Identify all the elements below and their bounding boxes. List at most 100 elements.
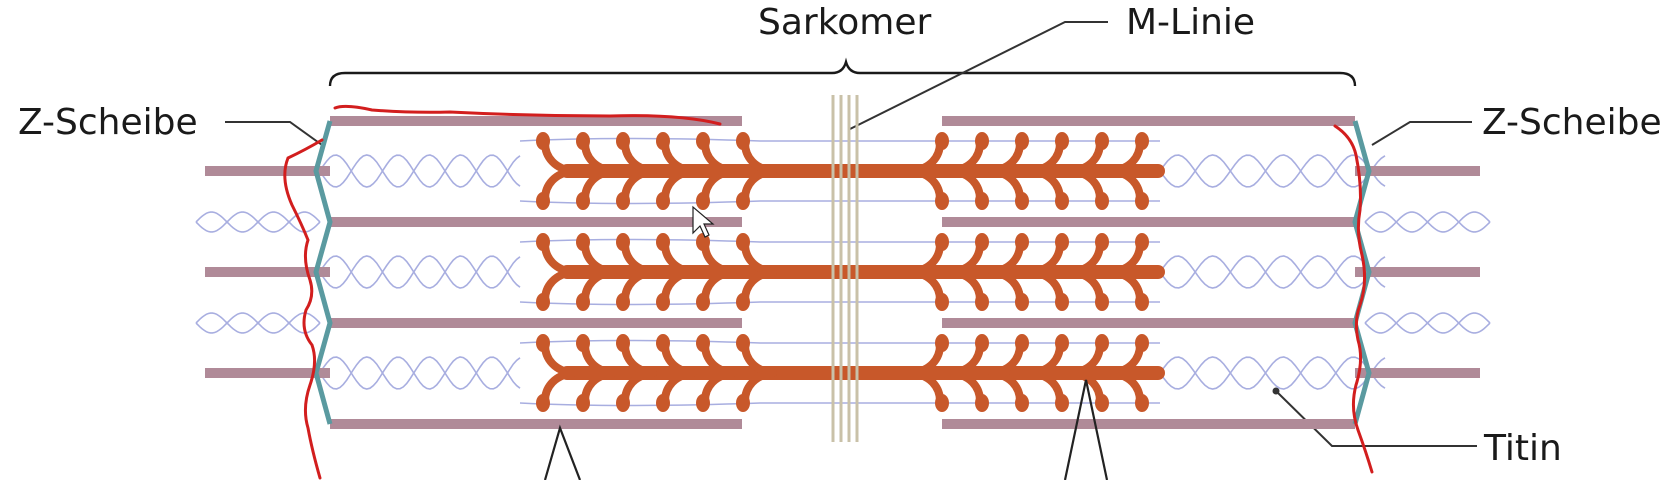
myosin-head-tip: [576, 334, 590, 352]
myosin-head-tip: [975, 233, 989, 251]
myosin-head-tip: [1015, 233, 1029, 251]
myosin-head-tip: [576, 233, 590, 251]
myosin-head: [545, 373, 573, 401]
myosin-head-tip: [1095, 132, 1109, 150]
myosin-head-tip: [1135, 293, 1149, 311]
myosin-head-tip: [1015, 293, 1029, 311]
titin-leader: [1276, 391, 1477, 446]
myosin-head-tip: [1135, 233, 1149, 251]
myosin-head-tip: [536, 233, 550, 251]
sarcomere-bracket: [330, 62, 1355, 86]
myosin-head-tip: [1055, 233, 1069, 251]
myosin-head-tip: [696, 132, 710, 150]
myosin-head-tip: [1015, 394, 1029, 412]
titin-wave: [1160, 357, 1385, 389]
myosin-head-tip: [536, 293, 550, 311]
myosin-head-tip: [616, 394, 630, 412]
myosin-head-tip: [536, 394, 550, 412]
actin-filament: [942, 419, 1355, 429]
myosin-head-tip: [975, 293, 989, 311]
titin-pointer-dot: [1273, 388, 1280, 395]
titin-label: Titin: [1483, 428, 1562, 469]
myosin-head-tip: [1015, 132, 1029, 150]
myosin-head-tip: [656, 293, 670, 311]
myosin-head-tip: [656, 334, 670, 352]
actin-filament: [330, 419, 742, 429]
titin-outer: [1365, 313, 1490, 333]
myosin-head-tip: [1095, 192, 1109, 210]
myosin-head-tip: [1055, 192, 1069, 210]
titin-wave: [320, 256, 520, 288]
myosin-head-tip: [696, 192, 710, 210]
myosin-head: [545, 171, 573, 199]
myosin-head-tip: [656, 192, 670, 210]
actin-filament: [942, 318, 1355, 328]
myosin-head-tip: [1015, 192, 1029, 210]
myosin-head-tip: [1055, 293, 1069, 311]
actin-filament: [330, 217, 742, 227]
myosin-head-tip: [576, 394, 590, 412]
myosin-head-tip: [975, 192, 989, 210]
myosin-head-tip: [935, 334, 949, 352]
myosin-head-tip: [1095, 394, 1109, 412]
myosin-head-tip: [656, 233, 670, 251]
leader-lines: [225, 22, 1477, 446]
myosin-head-tip: [696, 334, 710, 352]
myosin-head-tip: [616, 233, 630, 251]
myosin-head-tip: [935, 394, 949, 412]
z-scheibe-right-leader: [1372, 122, 1472, 145]
myosin-head-tip: [576, 293, 590, 311]
myosin-head-tip: [1015, 334, 1029, 352]
myosin-head-tip: [736, 132, 750, 150]
myosin-head-tip: [1095, 233, 1109, 251]
titin-wave: [1160, 357, 1385, 389]
myosin-head-tip: [1055, 132, 1069, 150]
myosin-head-tip: [1055, 394, 1069, 412]
actin-filament: [1355, 267, 1480, 277]
myosin-head-tip: [1135, 132, 1149, 150]
myosin-head-tip: [935, 192, 949, 210]
myosin-head-tip: [1055, 334, 1069, 352]
actin-filament: [942, 217, 1355, 227]
titin-outer: [1365, 212, 1490, 232]
titin-wave: [320, 155, 520, 187]
actin-callout-leader: [545, 428, 580, 480]
myosin-head-tip: [616, 334, 630, 352]
myosin-head-tip: [1095, 293, 1109, 311]
z-scheibe-right-label: Z-Scheibe: [1482, 102, 1662, 143]
titin-wave: [320, 155, 520, 187]
red-annotation-left: [285, 140, 322, 478]
myosin-head-tip: [536, 132, 550, 150]
myosin-head-tip: [935, 233, 949, 251]
titin-wave: [320, 357, 520, 389]
myosin-head-tip: [975, 334, 989, 352]
myosin-head-tip: [536, 192, 550, 210]
myosin-head: [545, 272, 573, 300]
myosin-head-tip: [576, 132, 590, 150]
actin-filament: [205, 267, 330, 277]
myosin-head-tip: [656, 394, 670, 412]
myosin-head-tip: [1135, 394, 1149, 412]
titin-wave: [1160, 155, 1385, 187]
titin-wave: [320, 357, 520, 389]
mouse-cursor-icon: [693, 207, 713, 237]
myosin-head-tip: [736, 293, 750, 311]
titin-wave: [1160, 256, 1385, 288]
myosin-head-tip: [935, 132, 949, 150]
myosin-head-tip: [935, 293, 949, 311]
z-scheibe-left-label: Z-Scheibe: [18, 102, 198, 143]
sarkomer-label: Sarkomer: [758, 2, 932, 43]
myosin-head-tip: [536, 334, 550, 352]
myosin-head: [545, 244, 573, 272]
titin-wave: [1160, 155, 1385, 187]
myosin-head-tip: [736, 394, 750, 412]
myosin-head: [545, 143, 573, 171]
myosin-head-tip: [696, 293, 710, 311]
myosin-head-tip: [1095, 334, 1109, 352]
actin-filament: [205, 166, 330, 176]
titin-wave: [1160, 256, 1385, 288]
titin-wave: [320, 256, 520, 288]
myosin-head-tip: [975, 394, 989, 412]
myosin-head-tip: [736, 192, 750, 210]
